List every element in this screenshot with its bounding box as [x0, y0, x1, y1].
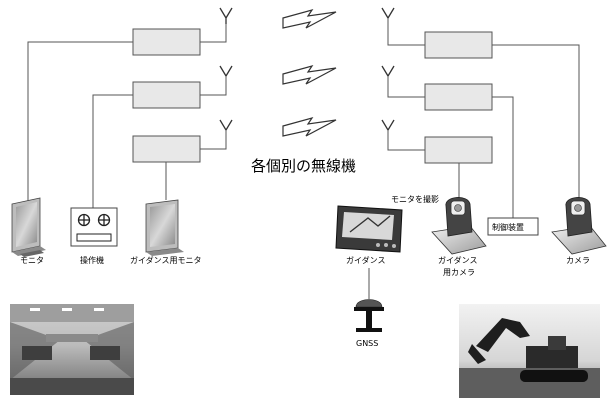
- guidance-label: ガイダンス: [346, 255, 386, 265]
- monitor-label: モニタ: [20, 256, 44, 265]
- camera-icon: [431, 197, 487, 255]
- right-wiring: [387, 18, 580, 218]
- antenna-icon: [219, 7, 233, 24]
- diagram-title: 各個別の無線機: [251, 157, 356, 175]
- lightning-icon: [282, 64, 337, 85]
- excavator-photo: [459, 304, 600, 398]
- lightning-icon: [282, 8, 337, 29]
- left-wiring: [27, 18, 227, 208]
- operator-label: 操作機: [80, 255, 104, 265]
- antenna-icon: [381, 119, 395, 131]
- tablet-icon: [335, 205, 403, 253]
- camera-icon: [551, 197, 607, 255]
- antenna-icon: [381, 7, 395, 19]
- guidance-camera-label-1: ガイダンス: [438, 255, 478, 265]
- radio-box-right-1: [424, 31, 493, 59]
- radio-box-right-2: [424, 83, 493, 111]
- right-radio-units: [424, 31, 493, 164]
- office-photo: [10, 304, 134, 395]
- radio-box-left-3: [132, 135, 201, 163]
- controller-icon: [70, 207, 118, 247]
- antenna-icon: [381, 65, 395, 77]
- radio-box-left-1: [132, 28, 201, 56]
- monitor-icon: [11, 197, 46, 257]
- antenna-icon: [219, 65, 233, 77]
- radio-box-left-2: [132, 81, 201, 109]
- guidance-monitor-icon: [145, 199, 184, 256]
- control-device-box: [487, 217, 539, 236]
- antenna-icons: [219, 7, 395, 131]
- control-device-label: 制御装置: [492, 222, 524, 232]
- left-radio-units: [132, 28, 201, 163]
- gnss-label: GNSS: [356, 339, 378, 348]
- camera-label: カメラ: [566, 256, 590, 265]
- guidance-camera-label-2: 用カメラ: [443, 268, 475, 277]
- lightning-icon: [282, 116, 337, 137]
- guidance-monitor-label: ガイダンス用モニタ: [130, 255, 202, 265]
- filming-label: モニタを撮影: [391, 194, 439, 204]
- gnss-antenna-icon: [354, 299, 384, 332]
- radio-box-right-3: [424, 136, 493, 164]
- radio-link-bolts: [282, 8, 337, 137]
- antenna-icon: [219, 119, 233, 131]
